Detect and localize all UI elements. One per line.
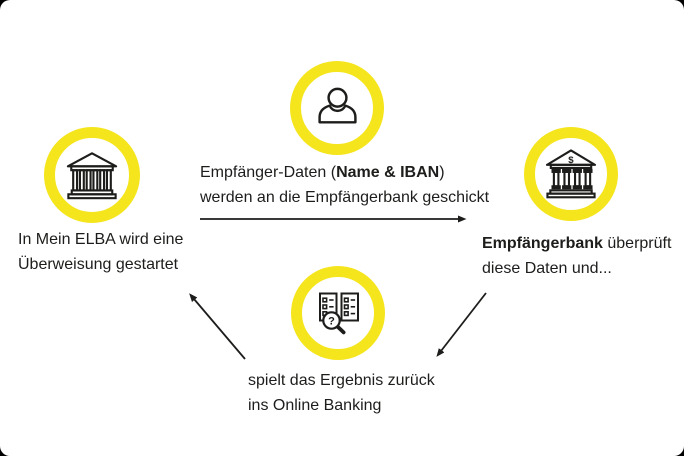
sender-bank-node: [44, 127, 140, 223]
bank-dollar-icon: $: [545, 149, 597, 199]
verification-label-line2: ins Online Banking: [248, 397, 382, 414]
bank-icon: [66, 151, 118, 199]
verification-label: spielt das Ergebnis zurück ins Online Ba…: [248, 368, 435, 418]
bank-dollar-symbol: $: [568, 155, 574, 166]
sender-bank-label: In Mein ELBA wird eine Überweisung gesta…: [18, 227, 183, 277]
arrow-result-up-left: [189, 293, 246, 360]
person-icon: [317, 87, 357, 124]
arrow-check-down-left: [436, 292, 487, 357]
receiver-bank-node: $: [524, 127, 618, 221]
transfer-label-line2: werden an die Empfängerbank geschickt: [200, 189, 490, 206]
transfer-label-line1: Empfänger-Daten (Name & IBAN): [200, 164, 445, 181]
transfer-label: Empfänger-Daten (Name & IBAN) werden an …: [200, 160, 489, 210]
checklist-search-icon: ?: [319, 292, 359, 335]
sender-bank-label-line2: Überweisung gestartet: [18, 256, 179, 273]
verification-label-line1: spielt das Ergebnis zurück: [248, 372, 435, 389]
receiver-bank-label: Empfängerbank überprüft diese Daten und.…: [482, 231, 671, 281]
receiver-bank-label-line1: Empfängerbank überprüft: [482, 235, 672, 252]
verification-node: ?: [291, 266, 385, 360]
sender-bank-label-line1: In Mein ELBA wird eine: [18, 231, 184, 248]
customer-node: [290, 61, 384, 155]
magnifier-question-symbol: ?: [328, 316, 335, 328]
receiver-bank-label-line2: diese Daten und...: [482, 260, 612, 277]
